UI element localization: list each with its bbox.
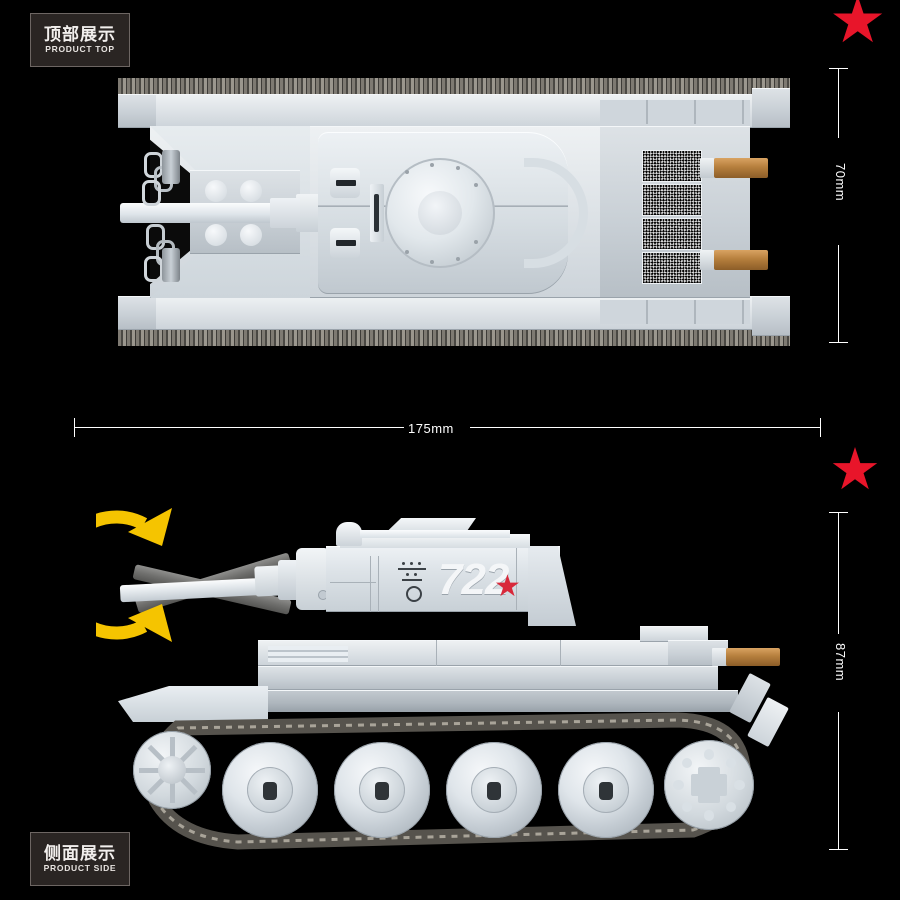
top-view-side-rail <box>600 300 750 324</box>
side-view-road-wheel <box>334 742 430 838</box>
caption-title-en: PRODUCT TOP <box>45 44 115 55</box>
top-view-hatch-bolt <box>405 250 409 254</box>
side-view-turret <box>326 546 560 612</box>
road-wheel-hub <box>263 782 277 800</box>
side-view-hull-seam <box>560 640 561 666</box>
road-wheel-hub <box>599 782 613 800</box>
top-view-hatch-bolt <box>430 163 434 167</box>
side-view-hull-seam <box>436 640 437 666</box>
side-view-turret-seam <box>330 582 376 583</box>
top-view-stud <box>240 224 262 246</box>
red-star-decoration-top: ★ <box>829 0 887 56</box>
top-view-gun-barrel <box>120 203 310 223</box>
side-view-hull-louvers <box>268 646 348 662</box>
top-view-exhaust-collar <box>700 158 714 178</box>
side-view-exhaust-collar <box>712 648 726 666</box>
road-wheel-hub <box>375 782 389 800</box>
side-view-exhaust-pipe <box>726 648 780 666</box>
caption-product-side: 侧面展示 PRODUCT SIDE <box>30 832 130 886</box>
dim-line <box>74 427 404 428</box>
track-svg <box>143 712 751 850</box>
top-view-grille-panel <box>642 218 702 250</box>
dim-line <box>838 712 839 850</box>
dim-cap <box>820 418 821 437</box>
side-view-turret-seam <box>370 556 371 612</box>
top-view-hatch-bolt <box>474 240 478 244</box>
dim-cap <box>829 849 848 850</box>
top-view-hatch-latch-slot <box>374 194 379 232</box>
top-view-hatch-bolt <box>430 260 434 264</box>
top-view-periscope-slit-upper <box>336 180 356 186</box>
dimension-label-87mm: 87mm <box>831 640 850 685</box>
caption-title-cn: 顶部展示 <box>44 25 116 45</box>
top-view-corner-block-fl <box>118 94 156 128</box>
side-view-turret-seam <box>516 548 517 610</box>
top-view-stud <box>240 180 262 202</box>
top-view-stud <box>205 180 227 202</box>
top-view-hatch-center <box>418 191 462 235</box>
side-view-track <box>118 712 758 852</box>
dim-line <box>838 68 839 138</box>
top-view-hatch-bolt <box>456 166 460 170</box>
turret-star-decal: ★ <box>494 570 521 603</box>
dim-line <box>838 512 839 634</box>
caption-product-top: 顶部展示 PRODUCT TOP <box>30 13 130 67</box>
top-view-periscope-slit-lower <box>336 240 356 246</box>
top-view-hatch-bolt <box>456 257 460 261</box>
red-star-decoration-side: ★ <box>829 437 881 502</box>
top-view-hatch-bolt <box>474 183 478 187</box>
side-view-barrel-sleeve-b <box>278 560 300 600</box>
caption-title-cn: 侧面展示 <box>44 844 116 864</box>
top-view-track-upper <box>118 78 790 94</box>
elevation-arrow-svg <box>51 508 172 642</box>
dimension-label-70mm: 70mm <box>831 160 850 205</box>
top-view-exhaust-collar <box>700 250 714 270</box>
road-wheel-hub <box>487 782 501 800</box>
top-view-hatch-bolt <box>405 170 409 174</box>
top-view-grille-panel <box>642 184 702 216</box>
top-view-stud <box>205 224 227 246</box>
top-view-tow-chain-upper <box>140 150 186 206</box>
gun-elevation-arrow <box>51 500 226 650</box>
side-view-turret-seam <box>378 556 379 612</box>
top-view-track-lower <box>118 330 790 346</box>
dim-line <box>470 427 820 428</box>
top-view-corner-block-fr <box>752 88 790 128</box>
side-view-mantlet-pin <box>318 590 328 600</box>
side-view-hull-mid <box>258 666 718 690</box>
top-view-tow-chain-lower <box>140 222 186 282</box>
dim-line <box>838 245 839 343</box>
drive-sprocket-detail <box>664 740 754 830</box>
top-view-exhaust-pipe <box>714 158 768 178</box>
top-view-corner-block-rl <box>118 296 156 330</box>
top-view-corner-block-rr <box>752 296 790 336</box>
front-idler-spokes <box>133 731 211 809</box>
top-view-grille-panel <box>642 252 702 284</box>
side-view-mantlet <box>296 548 330 610</box>
turret-number-decal: 722 <box>438 555 509 604</box>
top-view-exhaust-pipe <box>714 250 768 270</box>
dimension-label-175mm: 175mm <box>406 418 456 439</box>
caption-title-en: PRODUCT SIDE <box>43 863 117 874</box>
side-view-turret-rear-slope <box>528 546 576 626</box>
top-view-side-rail <box>600 100 750 124</box>
dim-cap <box>829 342 848 343</box>
side-view-roof-plate <box>360 530 510 538</box>
top-view-gun-collar <box>270 198 300 228</box>
side-view-hull-lower <box>238 690 738 712</box>
turret-insignia-mark <box>396 562 430 606</box>
side-view-cupola <box>336 522 362 546</box>
top-view-grille-panel <box>642 150 702 182</box>
